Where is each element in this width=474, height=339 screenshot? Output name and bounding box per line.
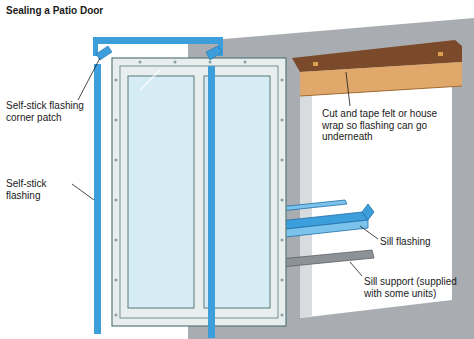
callout-label: Self-stick flashing xyxy=(6,178,76,201)
callout-label: Cut and tape felt or house wrap so flash… xyxy=(322,108,450,143)
callout-label: Sill flashing xyxy=(380,236,465,248)
tape xyxy=(438,52,443,56)
tape xyxy=(313,62,318,66)
sill-flashing-end xyxy=(362,204,374,220)
side-flashing xyxy=(208,66,215,338)
side-flashing xyxy=(94,64,101,334)
corner-patch xyxy=(96,46,112,60)
nail-holes xyxy=(115,61,284,317)
corner-patch xyxy=(206,46,222,60)
leader-lines xyxy=(72,58,378,276)
glass-pane xyxy=(128,76,194,308)
diagram-title: Sealing a Patio Door xyxy=(6,5,103,17)
door-frame xyxy=(112,58,286,326)
callout-label: Sill support (supplied with some units) xyxy=(364,276,464,299)
door-frame-inner xyxy=(120,66,278,318)
header xyxy=(300,62,462,96)
callout-label: Self-stick flashing corner patch xyxy=(6,100,96,123)
top-flashing xyxy=(93,37,223,44)
header-edge xyxy=(300,86,462,96)
glare xyxy=(140,70,160,90)
